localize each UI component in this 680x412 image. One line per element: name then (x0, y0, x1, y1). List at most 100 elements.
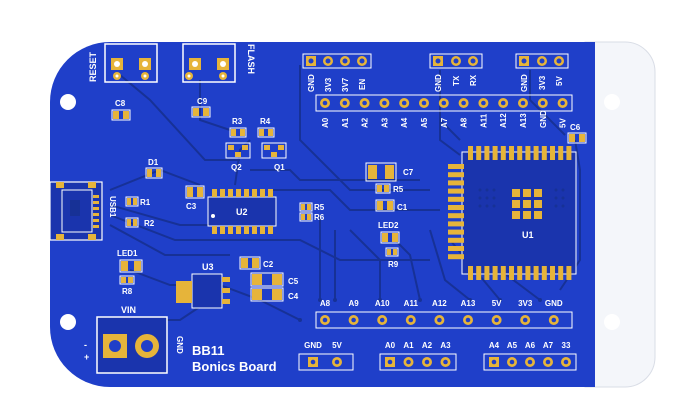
mount-hole (60, 314, 76, 330)
u1-pad (448, 246, 464, 251)
u1-pad (468, 266, 473, 280)
r6-label: R6 (314, 213, 325, 222)
u1-pad (448, 196, 464, 202)
reset-label: RESET (88, 51, 98, 82)
led1 (119, 259, 143, 273)
u1-pad (541, 146, 547, 160)
u1-pad (448, 213, 464, 219)
q2-label: Q2 (231, 163, 242, 172)
lower-header-pin-drill (322, 317, 328, 323)
mid-header-outline (315, 94, 573, 112)
u1-pad (509, 146, 514, 160)
d1-label: D1 (148, 158, 159, 167)
mid-header-pin-drill (520, 100, 526, 106)
bottom-header-2-pin-label: A2 (422, 341, 433, 350)
u1-label: U1 (522, 230, 534, 240)
capacitor-c2 (239, 256, 261, 270)
u1-pad (500, 266, 506, 280)
c3-label: C3 (186, 202, 197, 211)
capacitor-c6 (567, 132, 587, 144)
transistor-q2 (225, 142, 251, 159)
capacitor-c4 (250, 287, 284, 302)
u1-pad (484, 146, 490, 160)
bottom-header-2-pin-label: A1 (403, 341, 414, 350)
capacitor-c9 (191, 106, 211, 118)
u1-pad (476, 266, 482, 280)
plus-label: + (84, 352, 89, 362)
u1-pad (525, 146, 531, 160)
top-header-1 (302, 53, 372, 69)
top-header-2-pin: RX (469, 74, 478, 86)
lower-header-pin-drill (437, 317, 442, 323)
r3-label: R3 (232, 117, 243, 126)
mid-header-pin-label: A4 (400, 117, 409, 128)
capacitor-c8 (111, 109, 131, 121)
bottom-header-3-pin-label: A7 (543, 341, 554, 350)
regulator-u3 (176, 273, 230, 309)
bottom-header-3-pin-drill (491, 359, 497, 365)
c4-label: C4 (288, 292, 299, 301)
usb-label: USB1 (108, 196, 117, 218)
u1-pad (558, 146, 564, 160)
lower-header-pin-drill (494, 317, 499, 323)
mid-header-pin-drill (560, 100, 565, 106)
mid-header-pin-label: A11 (479, 113, 488, 128)
mid-header-pin-label: A7 (440, 117, 449, 128)
bottom-header-1-pin-drill (310, 359, 316, 365)
u1-pad (517, 266, 523, 280)
bottom-header-1-pin-label: 5V (332, 341, 342, 350)
c6-label: C6 (570, 123, 581, 132)
bottom-header-3-pin-drill (527, 359, 533, 365)
mount-hole (60, 94, 76, 110)
gnd-label: GND (175, 336, 184, 354)
lower-header-pin-label: 5V (492, 299, 502, 308)
resistor-r3 (229, 127, 247, 138)
bottom-header-pins (308, 357, 571, 367)
lower-header-outline (315, 311, 573, 329)
c5-label: C5 (288, 277, 299, 286)
u3-label: U3 (202, 262, 214, 272)
u1-pad (448, 172, 464, 178)
transistor-q1 (261, 142, 287, 159)
mid-header-pin-drill (441, 100, 447, 106)
bottom-header-2-pin-label: A3 (440, 341, 451, 350)
lower-header-pin-drill (379, 317, 385, 323)
u1-pad (550, 146, 555, 160)
u1-pad (558, 266, 564, 280)
flash-label: FLASH (246, 44, 256, 74)
mid-header-pin-label: A3 (380, 117, 389, 128)
lower-header-pin-label: GND (545, 299, 563, 308)
capacitor-c5 (250, 272, 284, 287)
reset-button (104, 43, 158, 83)
u1-pad (448, 254, 464, 260)
u2-label: U2 (236, 207, 248, 217)
r9-label: R9 (388, 260, 399, 269)
top-header-3-pin: 5V (555, 76, 564, 86)
top-header-1-pin: 3V7 (341, 77, 350, 92)
resistor-r6 (299, 212, 313, 222)
bottom-header-3-pin-label: 33 (562, 341, 571, 350)
u1-pad (448, 188, 464, 194)
usb-connector (49, 181, 103, 241)
r2-label: R2 (144, 219, 155, 228)
lower-header-pin-label: A9 (348, 299, 359, 308)
capacitor-c7 (365, 162, 397, 182)
mid-header-pin-drill (500, 100, 506, 106)
led2-label: LED2 (378, 221, 399, 230)
lower-header-pin-label: A12 (432, 299, 447, 308)
c2-label: C2 (263, 260, 274, 269)
top-header-1-pin: 3V3 (324, 77, 333, 92)
bottom-header-3-outline (483, 353, 577, 371)
r1-label: R1 (140, 198, 151, 207)
mid-header-pin-label: A5 (420, 117, 429, 128)
resistor-r9 (385, 247, 399, 257)
u1-pad (550, 266, 555, 280)
mid-header-pin-label: A0 (321, 117, 330, 128)
u1-pad (468, 146, 473, 160)
top-header-3-pin: 3V3 (538, 75, 547, 90)
u1-pad (533, 146, 539, 160)
mid-header-pin-label: A12 (499, 113, 508, 128)
